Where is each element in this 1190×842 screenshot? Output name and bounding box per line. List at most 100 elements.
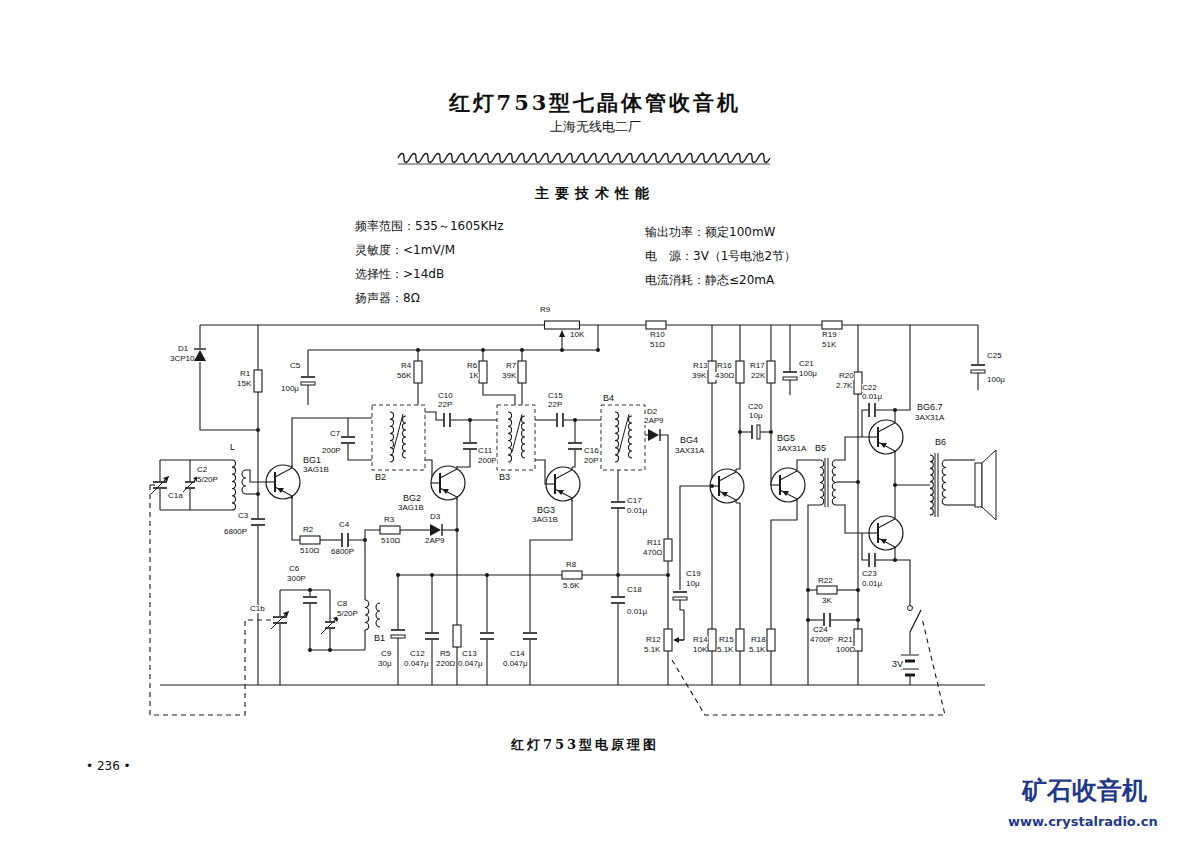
wire [580, 324, 646, 325]
junction-dot [738, 430, 742, 434]
junction-dot [769, 430, 773, 434]
transistor-symbol [869, 516, 903, 550]
transistor-base [266, 481, 275, 482]
part-value: 200P [478, 457, 497, 465]
junction-dot [806, 618, 810, 622]
coil-symbol [242, 470, 246, 494]
resistor-symbol [380, 526, 400, 534]
capacitor-plate [751, 425, 753, 439]
capacitor-plate [251, 518, 265, 520]
variable-arrow [271, 611, 289, 629]
wire [417, 383, 418, 405]
capacitor-plate [449, 413, 451, 427]
part-label: R14 [693, 636, 708, 644]
junction-dot [455, 528, 459, 532]
variable-arrow [163, 476, 169, 482]
wire [431, 640, 432, 685]
part-value: 0.01μ [627, 608, 647, 616]
note-text: • 236 • [86, 760, 131, 772]
part-label: BG5 [777, 434, 795, 443]
capacitor-plate [868, 403, 870, 417]
part-value: 3AG1B [303, 466, 329, 474]
capacitor-plate [153, 481, 167, 483]
capacitor-plate [874, 553, 876, 567]
capacitor-plate [673, 591, 687, 593]
part-label: R19 [822, 331, 837, 339]
wire [857, 651, 858, 685]
part-label: C1b [250, 605, 265, 613]
part-label: B5 [815, 444, 826, 453]
part-value: 5.6K [563, 582, 579, 590]
wire [617, 509, 618, 596]
coil-symbol [403, 416, 406, 458]
part-value: 51Ω [650, 341, 665, 349]
part-label: R21 [838, 636, 853, 644]
wire [617, 470, 618, 501]
adjustable-core [393, 414, 403, 452]
wire [364, 630, 365, 650]
transistor-emitter [878, 442, 895, 454]
capacitor-plate [611, 507, 625, 509]
wire [660, 435, 668, 539]
part-label: R1 [240, 370, 250, 378]
part-value: 22P [548, 401, 562, 409]
wire [895, 550, 910, 606]
ornament-line [398, 154, 770, 163]
part-value: 3AX31A [777, 445, 806, 453]
part-label: C12 [410, 650, 425, 658]
junction-dot [596, 348, 600, 352]
wire [199, 325, 200, 348]
wire [739, 325, 740, 361]
transistor-base [869, 436, 878, 437]
part-value: 100μ [987, 376, 1005, 384]
capacitor-plate [273, 616, 287, 618]
wire [398, 574, 562, 575]
adjustable-core [619, 414, 629, 452]
part-label: D1 [178, 345, 188, 353]
switch-contact [908, 606, 913, 611]
part-value: 2AP9 [644, 417, 664, 425]
capacitor-plate [341, 436, 355, 438]
part-value: 30μ [378, 660, 392, 668]
capacitor-plate [783, 377, 797, 380]
resistor-symbol [414, 361, 422, 383]
wire [736, 503, 740, 629]
wire [831, 619, 858, 620]
resistor-symbol [736, 361, 744, 383]
part-label: C4 [339, 521, 349, 529]
part-value: 3CP10 [170, 355, 194, 363]
part-label: C15 [548, 392, 563, 400]
transistor-emitter [275, 487, 292, 499]
part-label: R10 [650, 331, 665, 339]
junction-dot [468, 418, 472, 422]
wire [837, 589, 858, 590]
diode-bar [441, 524, 442, 536]
part-label: C17 [627, 497, 642, 505]
variable-arrow [151, 476, 169, 494]
part-label: C18 [627, 586, 642, 594]
part-label: R12 [646, 636, 661, 644]
wire [770, 325, 771, 361]
part-label: R16 [717, 362, 732, 370]
part-value: 20P [584, 457, 598, 465]
resistor-symbol [479, 361, 487, 383]
emitter-arrow [557, 490, 564, 495]
capacitor-plate [463, 442, 477, 444]
dashed-link [150, 485, 272, 715]
wire [909, 632, 910, 654]
wire [529, 640, 530, 685]
capacitor-plate [611, 596, 625, 598]
capacitor-plate [341, 442, 355, 444]
part-value: 6800P [331, 548, 354, 556]
part-value: 0.01μ [862, 580, 882, 588]
wire [425, 412, 443, 420]
junction-dot [416, 348, 420, 352]
page-title: 红灯753型七晶体管收音机 [449, 92, 742, 113]
part-label: C10 [438, 392, 453, 400]
wire [770, 651, 771, 685]
capacitor-plate [556, 413, 558, 427]
part-value: 0.047μ [404, 660, 429, 668]
part-label: C16 [584, 447, 599, 455]
wire [279, 590, 280, 616]
part-label: B4 [603, 394, 614, 403]
